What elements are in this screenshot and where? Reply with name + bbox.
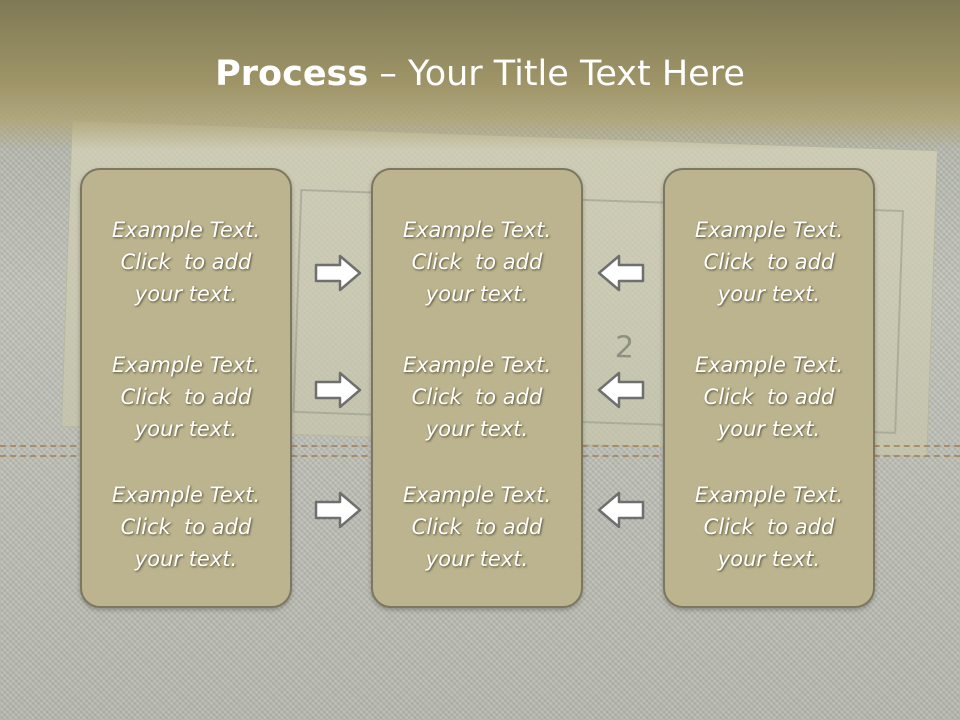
arrow-right-icon <box>314 254 362 292</box>
text-line: your text. <box>717 282 821 306</box>
text-line: Example Text. <box>402 218 552 242</box>
text-block[interactable]: Example Text. Click to add your text. <box>82 479 290 575</box>
text-line: your text. <box>425 417 529 441</box>
text-line: Click to add <box>120 515 252 539</box>
text-line: Click to add <box>411 385 543 409</box>
text-line: your text. <box>425 547 529 571</box>
text-line: Example Text. <box>111 218 261 242</box>
title-rest: – Your Title Text Here <box>368 54 745 94</box>
text-line: Click to add <box>411 250 543 274</box>
arrow-right-icon <box>314 491 362 529</box>
text-block[interactable]: Example Text. Click to add your text. <box>373 349 581 445</box>
text-line: Example Text. <box>111 353 261 377</box>
text-line: your text. <box>134 282 238 306</box>
title-band <box>0 0 960 150</box>
text-line: Click to add <box>703 385 835 409</box>
slide-title[interactable]: Process – Your Title Text Here <box>0 54 960 94</box>
text-line: Click to add <box>703 250 835 274</box>
bill-digit: 2 <box>614 330 635 366</box>
text-line: your text. <box>717 417 821 441</box>
text-block[interactable]: Example Text. Click to add your text. <box>373 479 581 575</box>
text-line: Click to add <box>703 515 835 539</box>
process-box-center[interactable]: Example Text. Click to add your text. Ex… <box>371 168 583 608</box>
text-line: Example Text. <box>402 483 552 507</box>
text-line: Example Text. <box>402 353 552 377</box>
text-line: Click to add <box>411 515 543 539</box>
arrow-left-icon <box>597 371 645 409</box>
title-bold: Process <box>215 54 369 94</box>
arrow-left-icon <box>597 254 645 292</box>
text-block[interactable]: Example Text. Click to add your text. <box>665 349 873 445</box>
text-block[interactable]: Example Text. Click to add your text. <box>373 214 581 310</box>
text-line: your text. <box>717 547 821 571</box>
arrow-left-icon <box>597 491 645 529</box>
text-line: your text. <box>134 417 238 441</box>
process-box-left[interactable]: Example Text. Click to add your text. Ex… <box>80 168 292 608</box>
text-line: your text. <box>134 547 238 571</box>
process-box-right[interactable]: Example Text. Click to add your text. Ex… <box>663 168 875 608</box>
arrow-right-icon <box>314 371 362 409</box>
text-line: Example Text. <box>694 353 844 377</box>
text-block[interactable]: Example Text. Click to add your text. <box>82 349 290 445</box>
text-line: your text. <box>425 282 529 306</box>
text-line: Example Text. <box>111 483 261 507</box>
text-block[interactable]: Example Text. Click to add your text. <box>665 479 873 575</box>
text-line: Click to add <box>120 385 252 409</box>
text-block[interactable]: Example Text. Click to add your text. <box>665 214 873 310</box>
text-line: Example Text. <box>694 483 844 507</box>
text-block[interactable]: Example Text. Click to add your text. <box>82 214 290 310</box>
text-line: Click to add <box>120 250 252 274</box>
text-line: Example Text. <box>694 218 844 242</box>
